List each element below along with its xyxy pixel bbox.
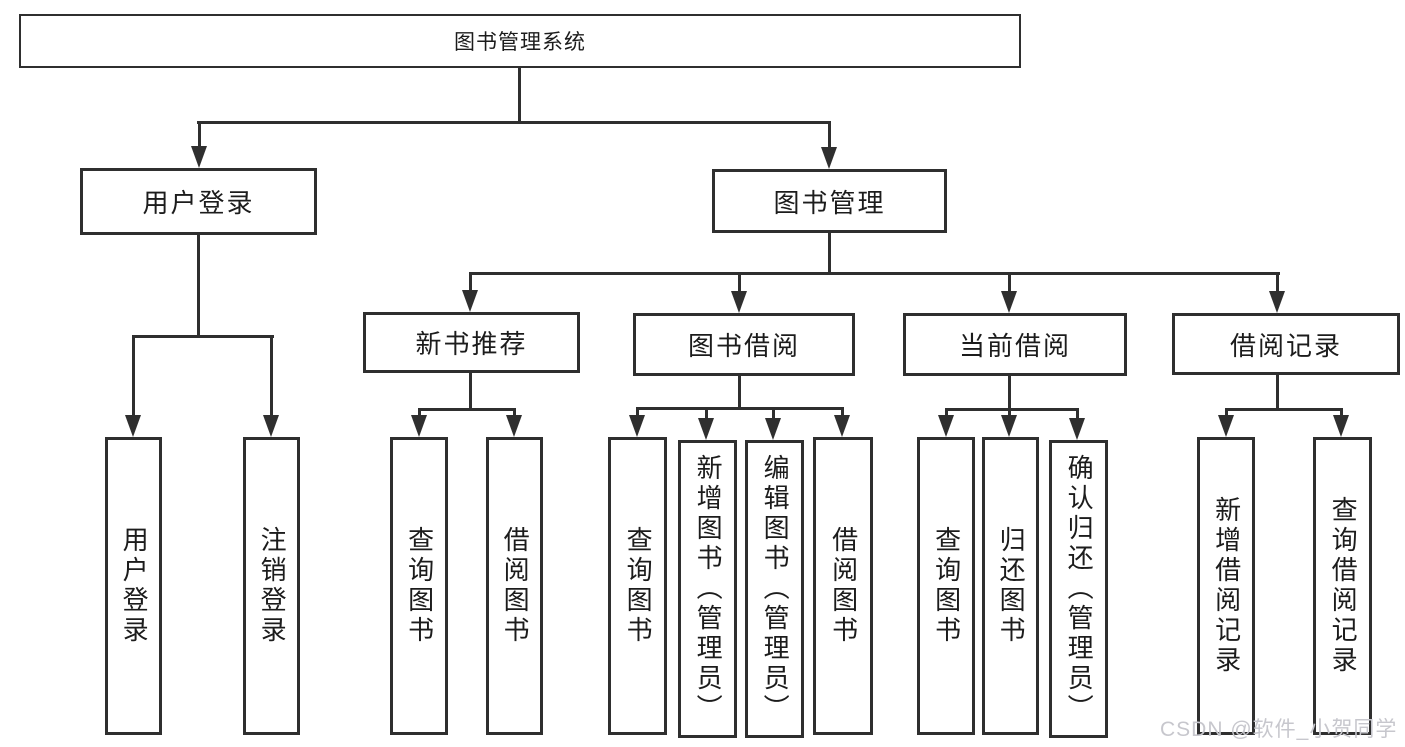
connector-current-borrow-stem <box>1008 376 1011 408</box>
connector-drop <box>1008 408 1011 418</box>
connector-drop <box>418 408 421 418</box>
connector-drop <box>636 407 639 417</box>
arrow-down-icon <box>411 415 427 437</box>
connector-book-mgmt-drop <box>828 121 831 148</box>
arrow-down-icon <box>698 418 714 440</box>
connector-root-stem <box>518 68 521 121</box>
connector-drop <box>945 408 948 418</box>
arrow-down-icon <box>731 291 747 313</box>
connector-book-borrow-rail <box>636 407 844 410</box>
arrow-down-icon <box>821 147 837 169</box>
node-new-book-recommend: 新书推荐 <box>363 312 580 373</box>
leaf-add-borrow-record-label: 新增借阅记录 <box>1211 496 1242 676</box>
connector-drop <box>841 407 844 417</box>
connector-login-leaf1-drop <box>132 335 135 415</box>
leaf-query-books-2: 查询图书 <box>608 437 667 735</box>
leaf-user-login: 用户登录 <box>105 437 162 735</box>
node-book-borrow-label: 图书借阅 <box>687 331 800 361</box>
connector-borrow-records-stem <box>1276 375 1279 411</box>
node-user-login-label: 用户登录 <box>142 188 255 218</box>
leaf-query-books-1: 查询图书 <box>390 437 448 735</box>
leaf-borrow-books-2-label: 借阅图书 <box>828 526 859 646</box>
node-current-borrow-label: 当前借阅 <box>958 331 1071 361</box>
connector-drop <box>1076 408 1079 421</box>
connector-login-rail <box>132 335 274 338</box>
connector-book-borrow-drop <box>738 272 741 291</box>
leaf-query-borrow-record-label: 查询借阅记录 <box>1328 496 1359 676</box>
arrow-down-icon <box>1069 418 1085 440</box>
leaf-add-borrow-record: 新增借阅记录 <box>1197 437 1255 735</box>
leaf-query-books-2-label: 查询图书 <box>623 526 654 646</box>
connector-user-login-drop <box>198 121 201 147</box>
leaf-return-books: 归还图书 <box>982 437 1039 735</box>
connector-level3-rail <box>469 272 1280 275</box>
csdn-watermark: CSDN @软件_小贺同学 <box>1160 718 1398 741</box>
leaf-logout-label: 注销登录 <box>257 526 288 646</box>
leaf-edit-books-admin: 编辑图书（管理员） <box>745 440 804 738</box>
connector-login-leaf2-drop <box>270 335 273 415</box>
connector-borrow-records-rail <box>1225 408 1343 411</box>
node-root-label: 图书管理系统 <box>454 31 586 54</box>
leaf-query-books-3: 查询图书 <box>917 437 975 735</box>
arrow-down-icon <box>263 415 279 437</box>
connector-drop <box>513 408 516 418</box>
connector-current-borrow-drop <box>1008 272 1011 291</box>
leaf-query-books-1-label: 查询图书 <box>404 526 435 646</box>
connector-level2-rail <box>197 121 831 124</box>
arrow-down-icon <box>1001 415 1017 437</box>
leaf-logout: 注销登录 <box>243 437 300 735</box>
arrow-down-icon <box>629 415 645 437</box>
leaf-borrow-books-1: 借阅图书 <box>486 437 543 735</box>
connector-drop <box>1340 408 1343 418</box>
leaf-confirm-return-admin: 确认归还（管理员） <box>1049 440 1108 738</box>
arrow-down-icon <box>765 418 781 440</box>
arrow-down-icon <box>125 415 141 437</box>
connector-drop <box>705 407 708 420</box>
leaf-add-books-admin-label: 新增图书（管理员） <box>693 454 724 724</box>
arrow-down-icon <box>1333 415 1349 437</box>
connector-login-stem <box>197 235 200 335</box>
arrow-down-icon <box>1218 415 1234 437</box>
leaf-edit-books-admin-label: 编辑图书（管理员） <box>760 454 791 724</box>
node-user-login: 用户登录 <box>80 168 317 235</box>
node-new-book-recommend-label: 新书推荐 <box>415 329 528 359</box>
leaf-add-books-admin: 新增图书（管理员） <box>678 440 737 738</box>
leaf-user-login-label: 用户登录 <box>119 526 150 646</box>
connector-current-borrow-rail <box>945 408 1079 411</box>
node-current-borrow: 当前借阅 <box>903 313 1127 376</box>
arrow-down-icon <box>938 415 954 437</box>
connector-mgmt-stem <box>828 233 831 275</box>
connector-new-books-drop <box>469 272 472 291</box>
arrow-down-icon <box>191 146 207 168</box>
connector-book-borrow-stem <box>738 376 741 407</box>
connector-new-books-rail <box>418 408 516 411</box>
arrow-down-icon <box>1269 291 1285 313</box>
node-book-management: 图书管理 <box>712 169 947 233</box>
connector-drop <box>772 407 775 420</box>
arrow-down-icon <box>462 290 478 312</box>
leaf-query-borrow-record: 查询借阅记录 <box>1313 437 1372 735</box>
leaf-borrow-books-1-label: 借阅图书 <box>500 526 531 646</box>
leaf-confirm-return-admin-label: 确认归还（管理员） <box>1064 454 1095 724</box>
node-book-management-label: 图书管理 <box>773 187 886 218</box>
node-borrow-records: 借阅记录 <box>1172 313 1400 375</box>
leaf-query-books-3-label: 查询图书 <box>931 526 962 646</box>
connector-borrow-records-drop <box>1276 272 1279 291</box>
node-root-library-system: 图书管理系统 <box>19 14 1021 68</box>
connector-drop <box>1225 408 1228 418</box>
arrow-down-icon <box>834 415 850 437</box>
leaf-borrow-books-2: 借阅图书 <box>813 437 873 735</box>
leaf-return-books-label: 归还图书 <box>996 526 1027 646</box>
node-book-borrow: 图书借阅 <box>633 313 855 376</box>
arrow-down-icon <box>506 415 522 437</box>
arrow-down-icon <box>1001 291 1017 313</box>
node-borrow-records-label: 借阅记录 <box>1229 330 1342 361</box>
connector-new-books-stem <box>469 373 472 408</box>
